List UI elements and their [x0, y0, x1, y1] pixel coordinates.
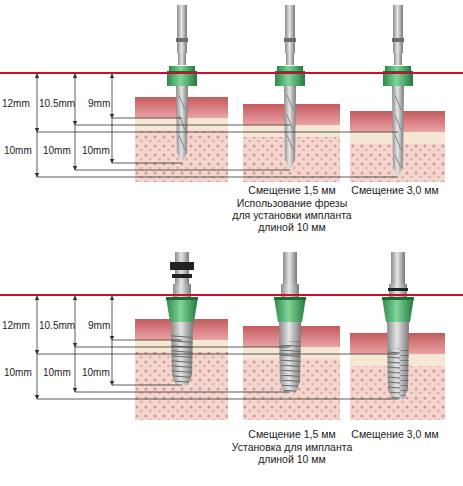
caption-text: Использование фрезы для установки имплан…	[232, 197, 352, 233]
reference-line	[0, 72, 463, 74]
dimension-label: 10mm	[82, 367, 112, 379]
dimension-label: 12mm	[2, 98, 36, 110]
caption-text: Установка для импланта длиной 10 мм	[227, 441, 357, 465]
caption-text: Смещение 3,0 мм	[345, 428, 445, 440]
implant	[166, 252, 414, 399]
dimension-line	[37, 296, 398, 399]
dimension-label: 10.5mm	[39, 320, 75, 332]
dimension-label: 10mm	[4, 145, 36, 157]
dimension-label: 12mm	[2, 320, 36, 332]
dimension-label: 10.5mm	[39, 98, 75, 110]
dimension-line	[37, 74, 398, 177]
dimension-label: 10mm	[43, 145, 75, 157]
drill	[167, 5, 413, 177]
dimension-label: 9mm	[88, 320, 112, 332]
caption-text: Смещение 3,0 мм	[345, 184, 445, 196]
caption-text: Смещение 1,5 мм	[232, 184, 352, 196]
dimension-label: 10mm	[4, 367, 36, 379]
reference-line	[0, 294, 463, 296]
dimension-label: 10mm	[43, 367, 75, 379]
tissue-block	[135, 319, 445, 420]
dimension-label: 10mm	[82, 145, 112, 157]
dimension-label: 9mm	[88, 98, 112, 110]
caption-text: Смещение 1,5 мм	[232, 428, 352, 440]
